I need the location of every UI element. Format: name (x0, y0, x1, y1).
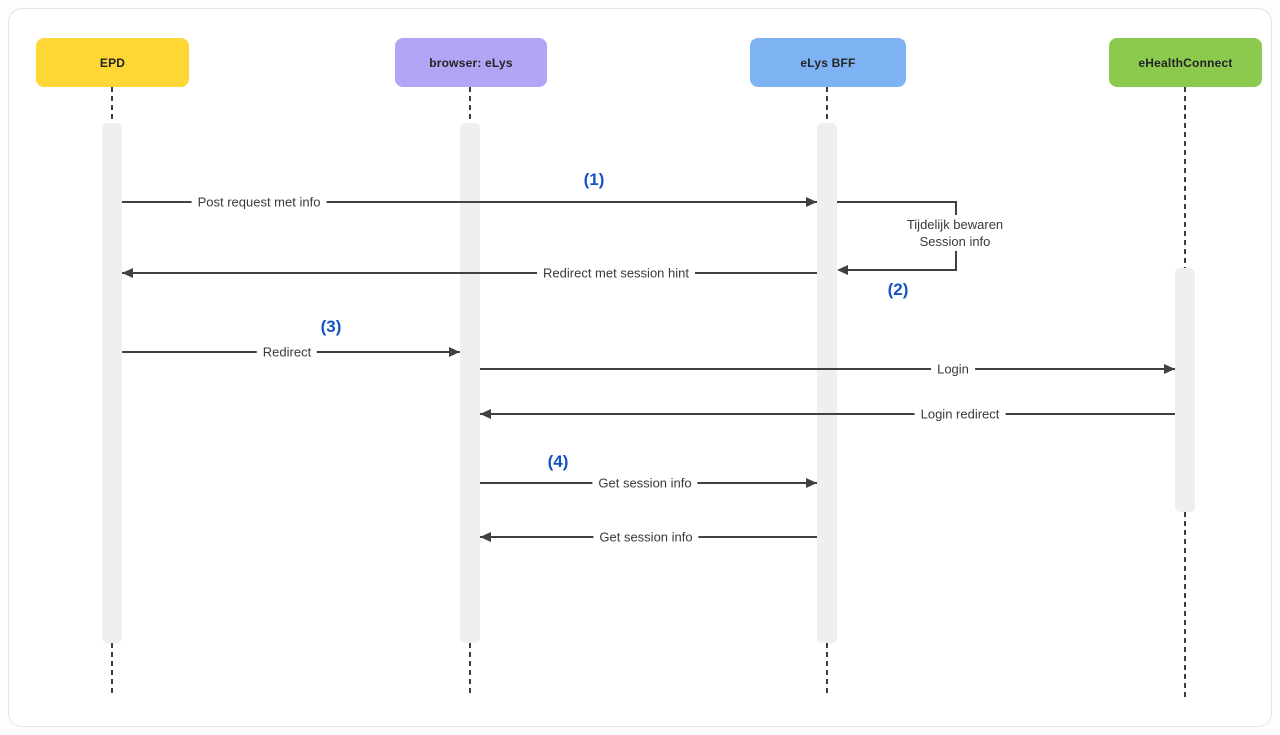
message-label-store-session[interactable]: Tijdelijk bewaren Session info (900, 215, 1010, 251)
message-label-redirect-hint[interactable]: Redirect met session hint (537, 265, 695, 281)
step-number-4[interactable]: (4) (544, 452, 572, 472)
activation-bar-epd[interactable] (102, 123, 122, 643)
arrowhead-post-request (806, 197, 817, 207)
lifeline-ehealth-bottom[interactable] (1184, 512, 1186, 698)
actor-epd[interactable]: EPD (36, 38, 189, 87)
lifeline-browser-bottom[interactable] (469, 643, 471, 693)
step-number-1[interactable]: (1) (580, 170, 608, 190)
activation-bar-ehealth[interactable] (1175, 268, 1195, 512)
actor-ehealthconnect-label: eHealthConnect (1138, 55, 1233, 70)
message-line-login[interactable] (480, 368, 1175, 370)
message-label-login[interactable]: Login (931, 361, 975, 377)
message-label-store-session-line2: Session info (919, 234, 991, 249)
actor-elys-bff-label: eLys BFF (800, 55, 856, 70)
message-line-store-session-bottom[interactable] (841, 269, 957, 271)
activation-bar-bff[interactable] (817, 123, 837, 643)
lifeline-bff-bottom[interactable] (826, 643, 828, 693)
arrowhead-redirect-hint (122, 268, 133, 278)
message-label-redirect[interactable]: Redirect (256, 344, 318, 360)
diagram-card: EPD browser: eLys eLys BFF eHealthConnec… (8, 8, 1272, 727)
lifeline-epd-top[interactable] (111, 87, 113, 123)
arrowhead-redirect (449, 347, 460, 357)
lifeline-ehealth-top[interactable] (1184, 87, 1186, 268)
activation-bar-browser[interactable] (460, 123, 480, 643)
message-line-store-session-top[interactable] (837, 201, 957, 203)
step-number-3[interactable]: (3) (317, 317, 345, 337)
actor-ehealthconnect[interactable]: eHealthConnect (1109, 38, 1262, 87)
lifeline-browser-top[interactable] (469, 87, 471, 123)
arrowhead-login-redirect (480, 409, 491, 419)
message-label-post-request[interactable]: Post request met info (191, 194, 327, 210)
message-label-get-session-response[interactable]: Get session info (593, 529, 699, 545)
actor-browser-elys-label: browser: eLys (429, 55, 513, 70)
lifeline-bff-top[interactable] (826, 87, 828, 123)
arrowhead-get-session-request (806, 478, 817, 488)
actor-elys-bff[interactable]: eLys BFF (750, 38, 906, 87)
arrowhead-login (1164, 364, 1175, 374)
lifeline-epd-bottom[interactable] (111, 643, 113, 693)
arrowhead-store-session (837, 265, 848, 275)
message-line-login-redirect[interactable] (480, 413, 1175, 415)
arrowhead-get-session-response (480, 532, 491, 542)
message-label-login-redirect[interactable]: Login redirect (914, 406, 1006, 422)
message-label-get-session-request[interactable]: Get session info (592, 475, 698, 491)
actor-epd-label: EPD (99, 55, 126, 70)
message-label-store-session-line1: Tijdelijk bewaren (906, 217, 1004, 232)
message-line-post-request[interactable] (122, 201, 817, 203)
step-number-2[interactable]: (2) (884, 280, 912, 300)
actor-browser-elys[interactable]: browser: eLys (395, 38, 547, 87)
message-line-redirect-hint[interactable] (122, 272, 817, 274)
